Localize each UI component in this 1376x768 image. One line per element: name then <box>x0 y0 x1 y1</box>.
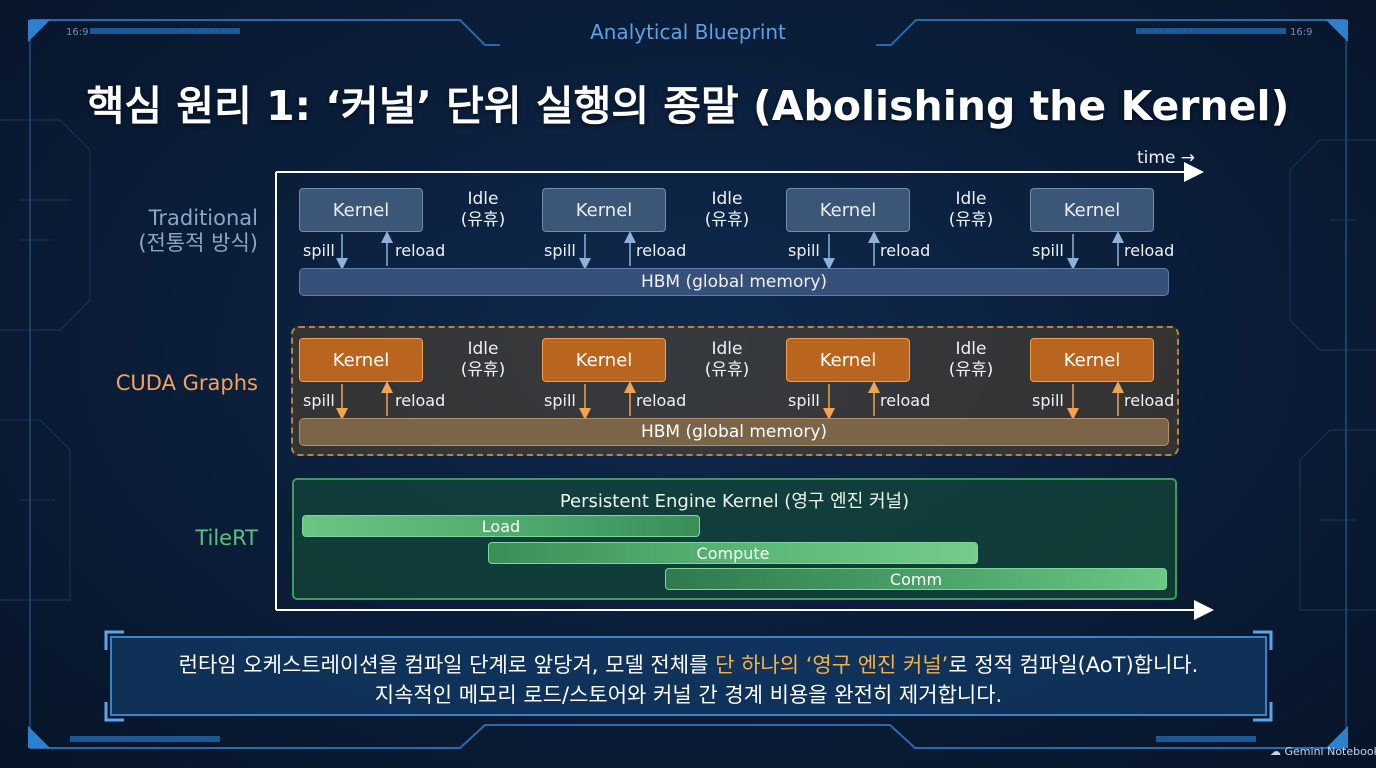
persistent-engine-kernel-title: Persistent Engine Kernel (영구 엔진 커널) <box>559 491 910 512</box>
cuda-spill-3: spill <box>788 391 820 410</box>
caption-line-2: 지속적인 메모리 로드/스토어와 커널 간 경계 비용을 완전히 제거합니다. <box>374 683 1003 707</box>
aspect-tag-right: 16:9 <box>1290 27 1313 38</box>
row-label-traditional-name: Traditional <box>148 206 258 230</box>
idle-korean: (유휴) <box>460 210 506 230</box>
idle-korean: (유휴) <box>704 210 750 230</box>
comm-bar: Comm <box>665 568 1167 590</box>
traditional-kernel-4: Kernel <box>1030 188 1154 232</box>
page-title: 핵심 원리 1: ‘커널’ 단위 실행의 종말 (Abolishing the … <box>86 82 1290 130</box>
cuda-reload-4: reload <box>1124 391 1175 410</box>
cuda-spill-1: spill <box>303 391 335 410</box>
cuda-spill-2: spill <box>544 391 576 410</box>
cuda-reload-1: reload <box>395 391 446 410</box>
traditional-reload-1: reload <box>395 241 446 260</box>
row-label-traditional: Traditional (전통적 방식) <box>138 206 258 256</box>
cuda-reload-2: reload <box>636 391 687 410</box>
traditional-kernel-1: Kernel <box>299 188 423 232</box>
cuda-spill-4: spill <box>1032 391 1064 410</box>
idle-text: Idle <box>711 189 743 209</box>
cuda-kernel-2: Kernel <box>542 338 666 382</box>
time-axis-label: time → <box>1137 148 1196 168</box>
compute-bar: Compute <box>488 542 978 564</box>
cuda-idle-1: Idle(유휴) <box>438 339 528 381</box>
notebook-icon: ☁ <box>1270 745 1281 758</box>
traditional-kernel-3: Kernel <box>786 188 910 232</box>
idle-text: Idle <box>711 339 743 359</box>
traditional-idle-2: Idle(유휴) <box>682 189 772 231</box>
traditional-spill-3: spill <box>788 241 820 260</box>
cuda-kernel-4: Kernel <box>1030 338 1154 382</box>
idle-korean: (유휴) <box>460 360 506 380</box>
traditional-reload-3: reload <box>880 241 931 260</box>
header-title: Analytical Blueprint <box>590 20 786 44</box>
cuda-idle-2: Idle(유휴) <box>682 339 772 381</box>
idle-text: Idle <box>955 189 987 209</box>
idle-korean: (유휴) <box>948 210 994 230</box>
caption-highlight: 단 하나의 ‘영구 엔진 커널’ <box>715 653 949 677</box>
watermark-text: Gemini Notebook <box>1284 745 1376 758</box>
row-label-traditional-korean: (전통적 방식) <box>138 231 258 255</box>
cuda-reload-3: reload <box>880 391 931 410</box>
idle-korean: (유휴) <box>704 360 750 380</box>
cuda-hbm-bar: HBM (global memory) <box>299 418 1169 446</box>
traditional-reload-4: reload <box>1124 241 1175 260</box>
traditional-idle-1: Idle(유휴) <box>438 189 528 231</box>
traditional-reload-2: reload <box>636 241 687 260</box>
caption-box <box>110 636 1267 716</box>
traditional-spill-1: spill <box>303 241 335 260</box>
caption-line-1-pre: 런타임 오케스트레이션을 컴파일 단계로 앞당겨, 모델 전체를 <box>178 653 716 677</box>
caption-line-1-post: 로 정적 컴파일(AoT)합니다. <box>948 653 1199 677</box>
traditional-spill-2: spill <box>544 241 576 260</box>
traditional-kernel-2: Kernel <box>542 188 666 232</box>
aspect-tag-left: 16:9 <box>66 27 89 38</box>
cuda-kernel-1: Kernel <box>299 338 423 382</box>
idle-korean: (유휴) <box>948 360 994 380</box>
traditional-spill-4: spill <box>1032 241 1064 260</box>
traditional-hbm-bar: HBM (global memory) <box>299 268 1169 296</box>
caption-line-1: 런타임 오케스트레이션을 컴파일 단계로 앞당겨, 모델 전체를 단 하나의 ‘… <box>110 649 1267 679</box>
row-label-tilert: TileRT <box>195 526 258 550</box>
row-label-cuda-graphs: CUDA Graphs <box>115 371 258 395</box>
watermark: ☁ Gemini Notebook <box>1270 745 1376 758</box>
traditional-idle-3: Idle(유휴) <box>926 189 1016 231</box>
cuda-kernel-3: Kernel <box>786 338 910 382</box>
idle-text: Idle <box>467 339 499 359</box>
idle-text: Idle <box>467 189 499 209</box>
cuda-idle-3: Idle(유휴) <box>926 339 1016 381</box>
idle-text: Idle <box>955 339 987 359</box>
load-bar: Load <box>302 515 700 537</box>
